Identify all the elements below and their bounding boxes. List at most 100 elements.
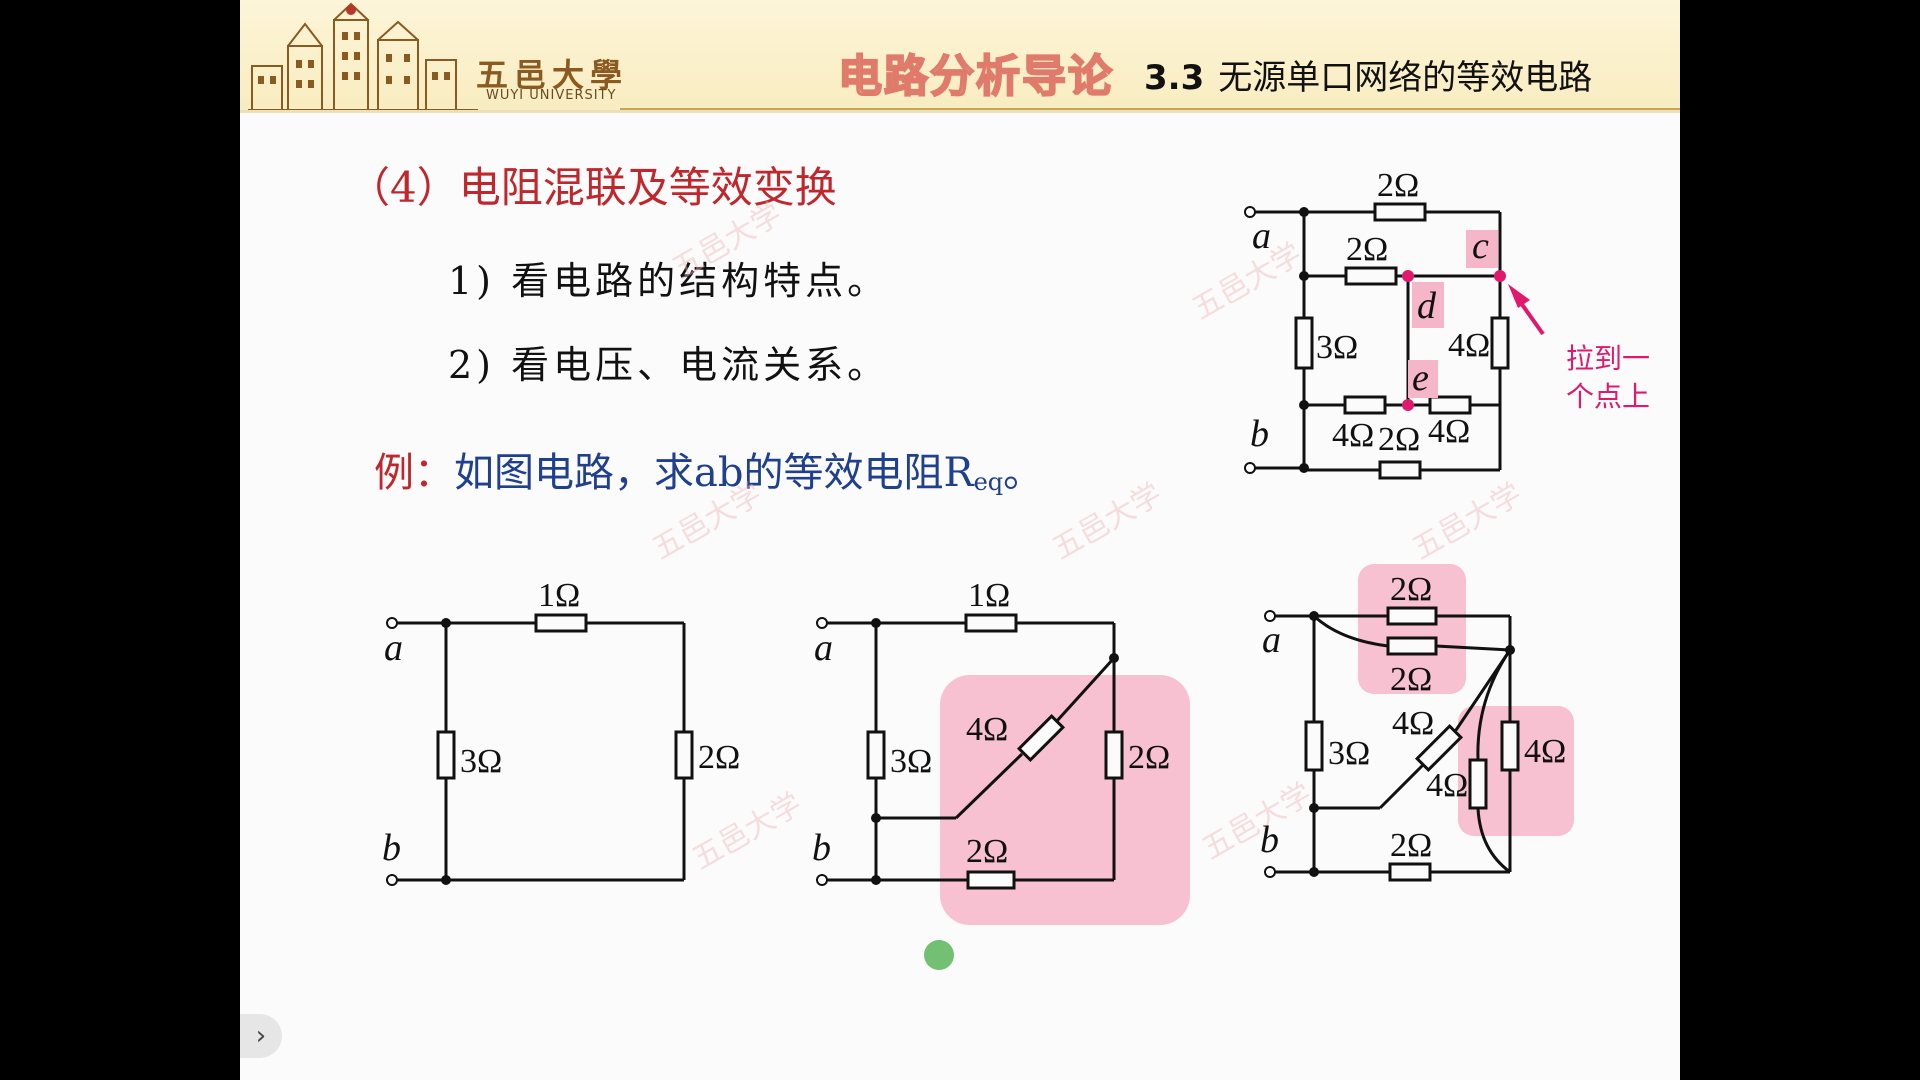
c3-label-r-top2: 2Ω	[1390, 661, 1432, 698]
c1-resistor-2ohm	[674, 730, 694, 780]
circuit-3	[1270, 614, 1512, 874]
pointer-cursor-icon	[924, 940, 954, 970]
resistor-right-4ohm	[1490, 316, 1510, 370]
c3-terminal-b	[1264, 866, 1276, 878]
watermark-6: 五邑大学	[687, 787, 808, 877]
c1-label-r-left: 3Ω	[460, 743, 502, 780]
label-r-bottom: 2Ω	[1378, 421, 1420, 458]
resistor-left-3ohm	[1294, 316, 1314, 370]
c3-label-r-inner: 4Ω	[1426, 767, 1468, 804]
step-1: 1) 看电路的结构特点。	[448, 259, 890, 303]
header-divider-accent	[620, 108, 1680, 110]
node-dot	[1299, 400, 1309, 410]
circuit-2	[822, 621, 1116, 882]
c1-label-r-top: 1Ω	[538, 577, 580, 614]
example-text: 如图电路，求ab的等效电阻R	[454, 450, 974, 496]
c1-terminal-a	[386, 617, 398, 629]
node-d-dot	[1402, 270, 1414, 282]
c3-terminal-a	[1264, 610, 1276, 622]
resistor-bottom-2ohm	[1378, 460, 1422, 480]
label-node-b: b	[1250, 413, 1269, 455]
label-r-left: 3Ω	[1316, 329, 1358, 366]
section-number: 3.3	[1144, 58, 1205, 98]
node-dot	[1299, 207, 1309, 217]
example-label: 例：	[374, 450, 454, 496]
node-dot	[871, 813, 881, 823]
watermark-4: 五邑大学	[667, 197, 788, 287]
university-logo-subtitle: WUYI UNIVERSITY	[486, 88, 617, 103]
label-r-low1: 4Ω	[1332, 417, 1374, 454]
terminal-b	[1244, 462, 1256, 474]
c2-resistor-diag-4ohm	[1016, 713, 1066, 763]
c3-resistor-top2-2ohm	[1386, 636, 1438, 656]
c2-label-r-right: 2Ω	[1128, 739, 1170, 776]
arrow-head-icon	[1508, 284, 1530, 308]
label-r-mid: 2Ω	[1346, 231, 1388, 268]
c2-label-a: a	[814, 627, 833, 669]
node-dot	[1505, 645, 1515, 655]
node-dot	[1309, 611, 1319, 621]
step-2: 2) 看电压、电流关系。	[448, 343, 890, 387]
slide: 五邑大學 WUYI UNIVERSITY 电路分析导论 3.3 无源单口网络的等效…	[240, 0, 1680, 1080]
example-statement: 例：如图电路，求ab的等效电阻Req。	[374, 440, 1043, 498]
c2-label-r-top: 1Ω	[968, 577, 1010, 614]
c3-label-a: a	[1262, 619, 1281, 661]
watermark-1: 五邑大学	[647, 477, 768, 567]
c2-resistor-2ohm	[1104, 730, 1124, 780]
terminal-a	[1244, 206, 1256, 218]
node-dot	[871, 875, 881, 885]
c3-resistor-left-3ohm	[1304, 720, 1324, 772]
note-line-2: 个点上	[1566, 382, 1650, 413]
label-node-a: a	[1252, 215, 1271, 257]
node-e-dot	[1402, 399, 1414, 411]
watermark-3: 五邑大学	[1407, 477, 1528, 567]
watermark-5: 五邑大学	[1187, 237, 1308, 327]
label-node-e: e	[1412, 357, 1429, 399]
resistor-top-2ohm	[1373, 202, 1427, 222]
c3-label-r-diag: 4Ω	[1392, 705, 1434, 742]
node-dot	[441, 618, 451, 628]
label-r-right: 4Ω	[1448, 327, 1490, 364]
c2-label-r-left: 3Ω	[890, 743, 932, 780]
c2-terminal-b	[816, 874, 828, 886]
resistor-mid-2ohm	[1344, 266, 1398, 286]
c2-label-r-bottom: 2Ω	[966, 833, 1008, 870]
section-title-text: 无源单口网络的等效电路	[1218, 58, 1593, 98]
c1-label-r-right: 2Ω	[698, 739, 740, 776]
chevron-right-icon[interactable]: ›	[240, 1014, 282, 1058]
watermark-2: 五邑大学	[1047, 477, 1168, 567]
c2-terminal-a	[816, 617, 828, 629]
c2-resistor-1ohm	[964, 613, 1018, 633]
c3-resistor-bottom-2ohm	[1388, 862, 1432, 882]
node-dot	[441, 875, 451, 885]
highlight-d	[1412, 282, 1444, 328]
node-dot	[871, 618, 881, 628]
node-dot	[1309, 803, 1319, 813]
example-subscript: eq	[973, 468, 1004, 496]
c3-label-r-left: 3Ω	[1328, 735, 1370, 772]
c2-label-b: b	[812, 827, 831, 869]
highlight-c	[1466, 230, 1498, 268]
node-dot	[1299, 271, 1309, 281]
c3-label-b: b	[1260, 819, 1279, 861]
c3-resistor-right-4ohm	[1500, 720, 1520, 772]
slide-heading: （4）电阻混联及等效变换	[348, 163, 837, 212]
resistor-low1-4ohm	[1343, 395, 1387, 415]
c2-label-r-diag: 4Ω	[966, 711, 1008, 748]
university-logo-text: 五邑大學	[476, 56, 629, 94]
label-r-top: 2Ω	[1377, 167, 1419, 204]
c2-highlight-region	[940, 675, 1190, 925]
c1-terminal-b	[386, 874, 398, 886]
c3-resistor-diag-4ohm	[1414, 723, 1464, 773]
c1-resistor-1ohm	[534, 613, 588, 633]
node-dot	[1109, 653, 1119, 663]
course-title: 电路分析导论	[837, 50, 1114, 103]
label-r-low2: 4Ω	[1428, 413, 1470, 450]
c3-label-r-right: 4Ω	[1524, 733, 1566, 770]
c3-label-r-bottom: 2Ω	[1390, 827, 1432, 864]
c2-resistor-bottom-2ohm	[966, 870, 1016, 890]
c1-resistor-3ohm	[436, 730, 456, 780]
slide-header: 五邑大學 WUYI UNIVERSITY 电路分析导论 3.3 无源单口网络的等效…	[240, 0, 1680, 112]
c3-resistor-inner-4ohm	[1468, 758, 1488, 810]
header-divider	[240, 110, 1680, 113]
